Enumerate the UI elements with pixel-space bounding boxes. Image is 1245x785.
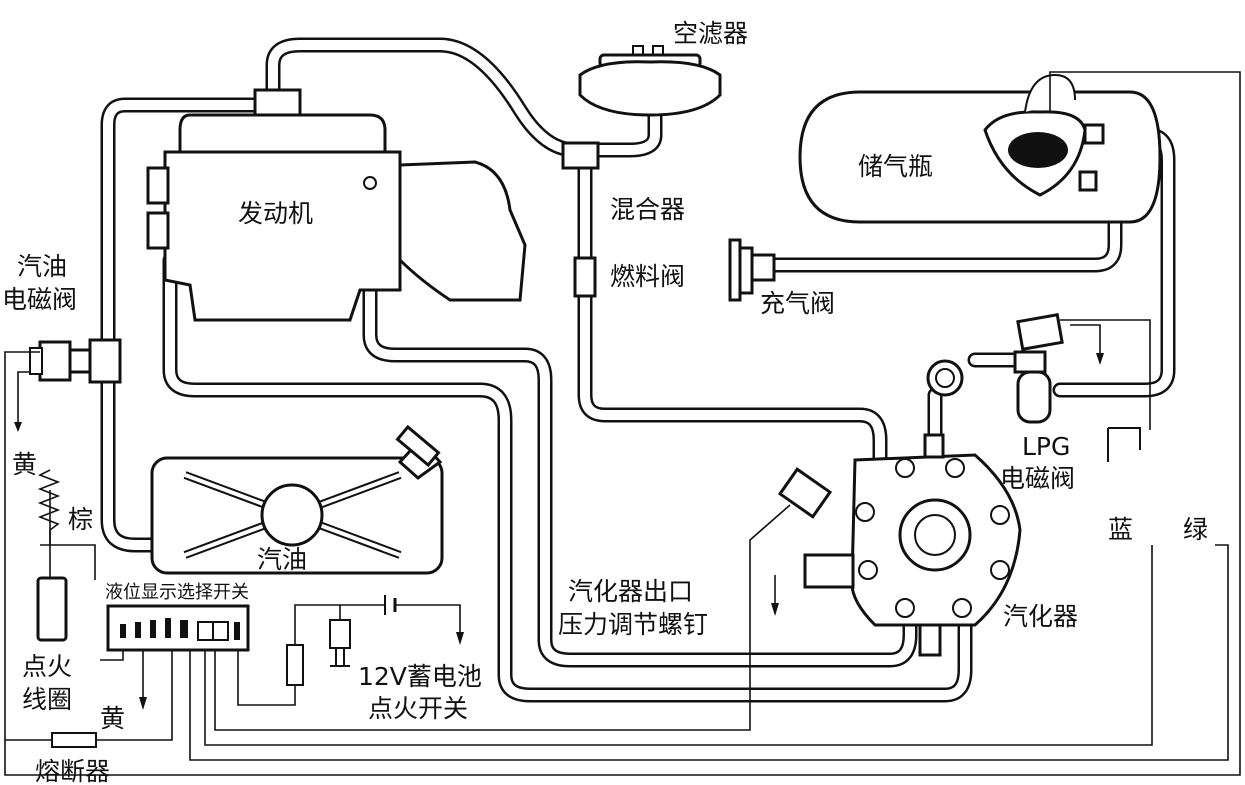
engine xyxy=(146,88,527,322)
label-gas-tank: 储气瓶 xyxy=(858,152,933,181)
label-vaporizer: 汽化器 xyxy=(1003,602,1078,631)
label-fuel-valve: 燃料阀 xyxy=(610,262,685,291)
level-display-selector-switch xyxy=(106,604,250,652)
label-blue: 蓝 xyxy=(1108,515,1133,544)
label-petrol-solenoid-l1: 汽油 xyxy=(17,252,67,281)
vaporizer xyxy=(777,433,1022,657)
mixer xyxy=(561,141,600,170)
label-air-filter: 空滤器 xyxy=(673,19,748,48)
label-yellow-bottom: 黄 xyxy=(100,704,125,733)
label-fill-valve: 充气阀 xyxy=(760,289,835,318)
petrol-solenoid-valve xyxy=(29,338,122,384)
air-filter xyxy=(578,45,722,117)
wiring xyxy=(4,71,1241,776)
pipe-network xyxy=(100,37,1176,703)
label-ignition-coil-l1: 点火 xyxy=(22,652,72,681)
arrow-heads xyxy=(14,353,1104,710)
fuse xyxy=(51,732,97,748)
label-lpg-l1: LPG xyxy=(1022,432,1070,461)
label-lpg-l2: 电磁阀 xyxy=(1000,464,1075,493)
fuel-valve xyxy=(573,256,597,298)
label-engine: 发动机 xyxy=(238,199,313,228)
lpg-solenoid-valve xyxy=(926,313,1064,424)
label-green: 绿 xyxy=(1183,515,1208,544)
label-fuse: 熔断器 xyxy=(35,757,110,785)
label-fuel-tank: 汽油 xyxy=(257,545,307,574)
resistor xyxy=(286,644,304,686)
ignition-coil xyxy=(36,469,68,642)
label-ignition-coil-l2: 线圈 xyxy=(22,685,72,714)
petrol-tank xyxy=(150,424,444,575)
label-brown: 棕 xyxy=(68,505,93,534)
gas-cylinder xyxy=(798,73,1162,224)
battery xyxy=(384,595,397,615)
fill-valve xyxy=(728,238,776,302)
ignition-switch xyxy=(329,619,351,667)
label-mixer: 混合器 xyxy=(610,195,685,224)
label-ignition-switch: 点火开关 xyxy=(368,694,468,723)
label-battery: 12V蓄电池 xyxy=(358,662,482,691)
label-vaporizer-screw-l1: 汽化器出口 xyxy=(568,577,693,606)
label-vaporizer-screw-l2: 压力调节螺钉 xyxy=(558,610,708,639)
label-petrol-solenoid-l2: 电磁阀 xyxy=(2,285,77,314)
label-yellow-top: 黄 xyxy=(12,450,37,479)
label-level-switch: 液位显示选择开关 xyxy=(105,582,249,603)
connector-bracket xyxy=(1107,427,1141,462)
